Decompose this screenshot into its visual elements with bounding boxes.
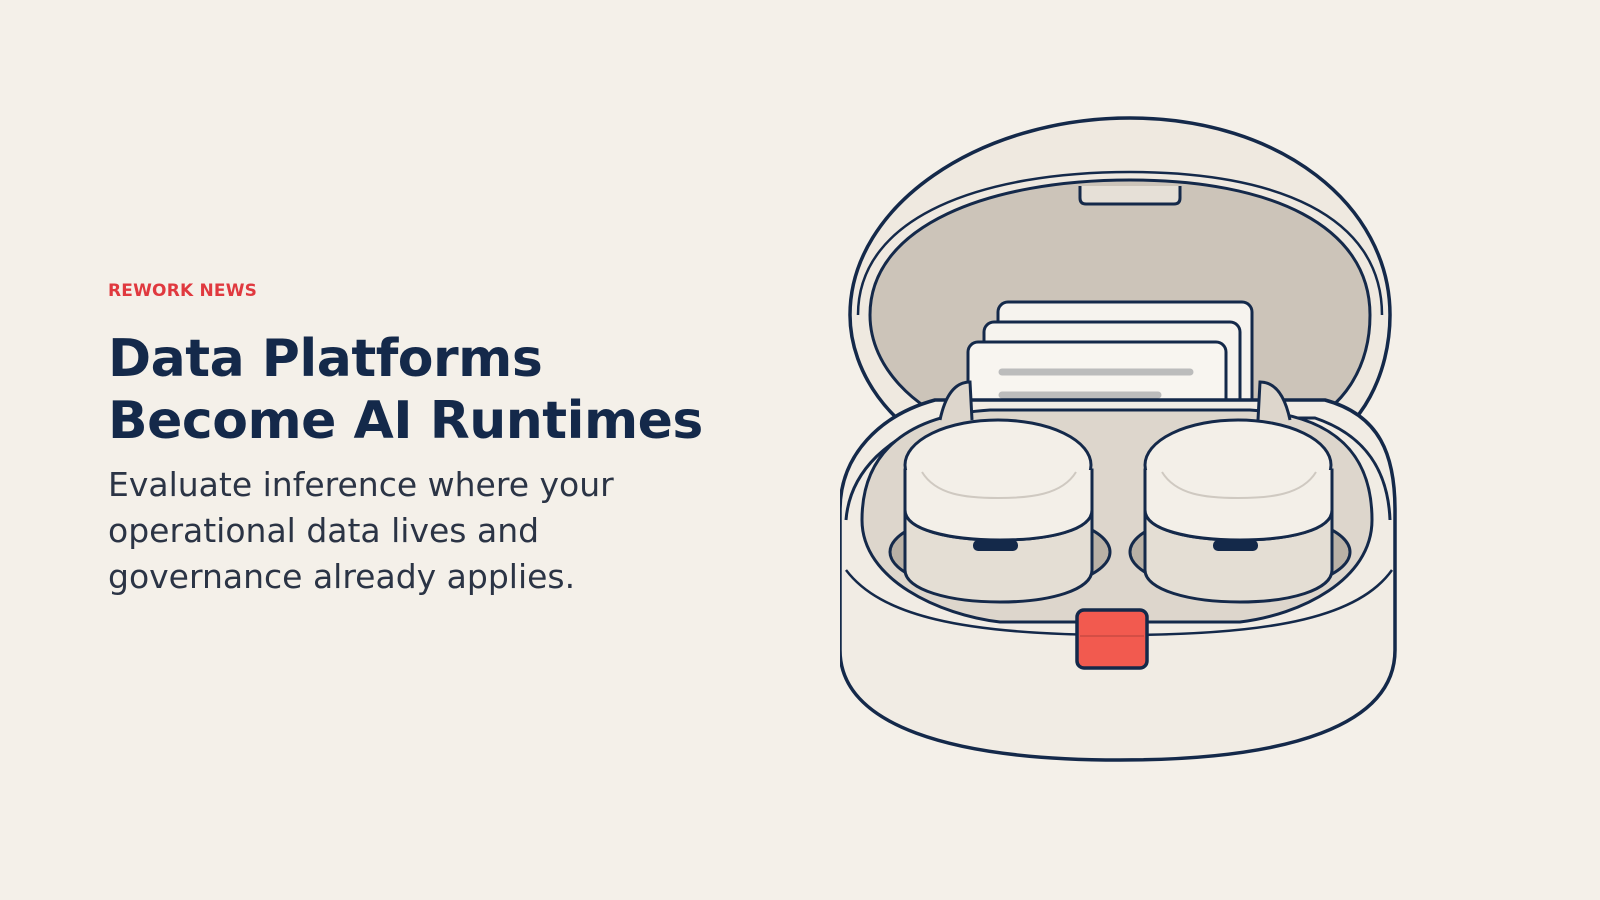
case-lid-notch: [1078, 186, 1182, 206]
earbuds-case-icon: [840, 116, 1397, 762]
section-kicker: REWORK NEWS: [108, 281, 258, 301]
case-hinge-left: [938, 380, 974, 421]
case-latch: [1075, 608, 1149, 670]
case-hinge-right: [1256, 380, 1292, 421]
article-subhead: Evaluate inference where your operationa…: [108, 465, 614, 596]
case-lid-rim: [856, 170, 1384, 316]
earbuds-case-illustration: [840, 110, 1420, 790]
earbud-right: [1128, 418, 1352, 604]
article-headline: Data Platforms Become AI Runtimes: [108, 328, 728, 452]
article-text: REWORK NEWS Data Platforms Become AI Run…: [108, 280, 728, 600]
earbud-left: [888, 418, 1112, 604]
headline-line-2: Become AI Runtimes: [108, 391, 703, 451]
headline-line-1: Data Platforms: [108, 329, 543, 389]
